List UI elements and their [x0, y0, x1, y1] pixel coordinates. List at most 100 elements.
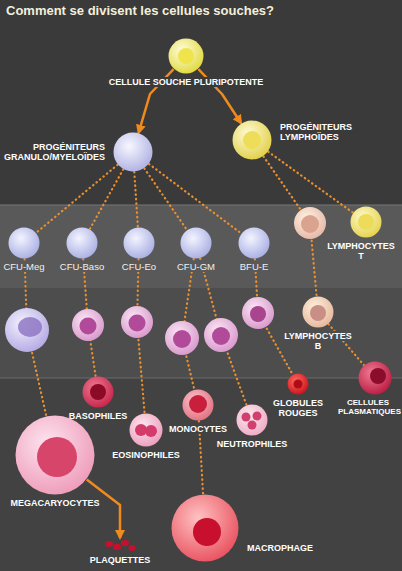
- band: [0, 288, 402, 378]
- cell-body: [114, 133, 153, 172]
- connector: [149, 164, 241, 233]
- connector: [90, 169, 123, 229]
- label-text: BASOPHILES: [67, 411, 130, 421]
- cell-label: PROGÉNITEURS LYMPHOÏDES: [278, 122, 394, 142]
- cell-drawing: [236, 404, 268, 436]
- cell-nucleus: [37, 437, 77, 477]
- cell-node: MEGACARYOCYTES: [15, 415, 95, 495]
- cell-body: [169, 39, 204, 74]
- cell-node: PROGÉNITEURS LYMPHOÏDES: [232, 120, 272, 160]
- cell-body: [359, 362, 392, 395]
- cell-body: [16, 416, 95, 495]
- cell-nucleus: [178, 48, 194, 64]
- cell-drawing: [171, 494, 239, 562]
- cell-node: PLAQUETTES: [104, 538, 136, 552]
- platelet: [129, 545, 136, 551]
- cell-drawing: [104, 538, 136, 552]
- cell-drawing: [182, 389, 214, 421]
- band: [0, 0, 402, 205]
- cell-nucleus: [145, 425, 157, 437]
- connector: [144, 168, 187, 229]
- cell-drawing: [15, 415, 95, 495]
- platelet: [121, 540, 129, 546]
- cell-node: CFU-GM: [180, 227, 212, 259]
- cell-label: CELLULE SOUCHE PLURIPOTENTE: [101, 77, 271, 87]
- platelet: [105, 541, 113, 547]
- cell-label: CFU-GM: [171, 262, 221, 272]
- cell-nucleus: [294, 380, 303, 389]
- band: [0, 378, 402, 571]
- eosinophil-precursor: [121, 306, 153, 338]
- cell-node: CELLULES PLASMATIQUES: [358, 361, 392, 395]
- label-text: PROGÉNITEURS LYMPHOÏDES: [278, 122, 354, 142]
- platelet: [113, 544, 121, 550]
- cell-node: CELLULE SOUCHE PLURIPOTENTE: [168, 38, 204, 74]
- cell-drawing: [287, 373, 309, 395]
- cell-body: [237, 405, 268, 436]
- connector: [87, 479, 120, 538]
- cell-drawing: [168, 38, 204, 74]
- cell-drawing: [302, 296, 334, 328]
- label-text: PLAQUETTES: [88, 555, 153, 565]
- cell-drawing: [232, 120, 272, 160]
- cell-label: BFU-E: [229, 262, 279, 272]
- cell-label: PROGÉNITEURS GRANULO/MYELOÏDES: [1, 142, 107, 162]
- cell-node: CFU-Baso: [66, 227, 98, 259]
- cell-label: LYMPHOCYTES T: [324, 241, 398, 261]
- cell-body: [233, 121, 272, 160]
- cell-node: BASOPHILES: [82, 376, 114, 408]
- label-text: MEGACARYOCYTES: [8, 498, 101, 508]
- cell-body: [67, 228, 98, 259]
- cell-body: [239, 228, 270, 259]
- cell-nucleus: [193, 518, 221, 546]
- cell-nucleus: [358, 214, 374, 230]
- cell-node: LYMPHOCYTES T: [350, 206, 382, 238]
- cell-label: BASOPHILES: [65, 411, 131, 421]
- cell-body: [124, 228, 155, 259]
- cell-label: GLOBULES ROUGES: [268, 398, 328, 418]
- label-text: MONOCYTES: [167, 424, 229, 434]
- cell-drawing: [123, 227, 155, 259]
- erythroblast: [242, 297, 274, 329]
- cell-drawing: [129, 413, 163, 447]
- label-text: BFU-E: [238, 261, 271, 272]
- megakaryoblast: [5, 308, 49, 352]
- cell-node: CFU-Eo: [123, 227, 155, 259]
- lymphoid-precursor: [294, 207, 326, 239]
- cell-drawing: [8, 227, 40, 259]
- diagram-title: Comment se divisent les cellules souches…: [6, 3, 396, 18]
- label-text: CFU-GM: [175, 261, 217, 272]
- cell-drawing: [238, 227, 270, 259]
- neutrophil-precursor: [204, 318, 238, 352]
- cell-body: [351, 207, 382, 238]
- cell-nucleus: [90, 384, 106, 400]
- cell-node: PROGÉNITEURS GRANULO/MYELOÏDES: [113, 132, 153, 172]
- cell-body: [288, 374, 309, 395]
- cell-label: CFU-Eo: [114, 262, 164, 272]
- cell-node: MONOCYTES: [182, 389, 214, 421]
- cell-nucleus: [189, 395, 207, 413]
- label-text: CFU-Meg: [1, 261, 46, 272]
- cell-body: [172, 495, 239, 562]
- cell-drawing: [358, 361, 392, 395]
- cell-nucleus: [243, 131, 261, 149]
- label-text: PROGÉNITEURS GRANULO/MYELOÏDES: [2, 142, 107, 162]
- cell-drawing: [350, 206, 382, 238]
- cell-label: PLAQUETTES: [85, 555, 155, 565]
- band-divider: [0, 378, 402, 379]
- cell-body: [130, 414, 163, 447]
- cell-body: [183, 390, 214, 421]
- cell-label: CELLULES PLASMATIQUES: [336, 398, 400, 416]
- cell-nucleus: [310, 305, 326, 321]
- cell-body: [303, 297, 334, 328]
- cell-body: [9, 228, 40, 259]
- label-text: MACROPHAGE: [245, 543, 315, 553]
- cell-nucleus: [370, 368, 386, 384]
- cell-nucleus: [253, 412, 262, 421]
- cell-label: LYMPHOCYTES B: [279, 331, 357, 351]
- cell-drawing: [180, 227, 212, 259]
- band: [0, 205, 402, 288]
- cell-node: MACROPHAGE: [171, 494, 239, 562]
- label-text: LYMPHOCYTES B: [282, 331, 354, 351]
